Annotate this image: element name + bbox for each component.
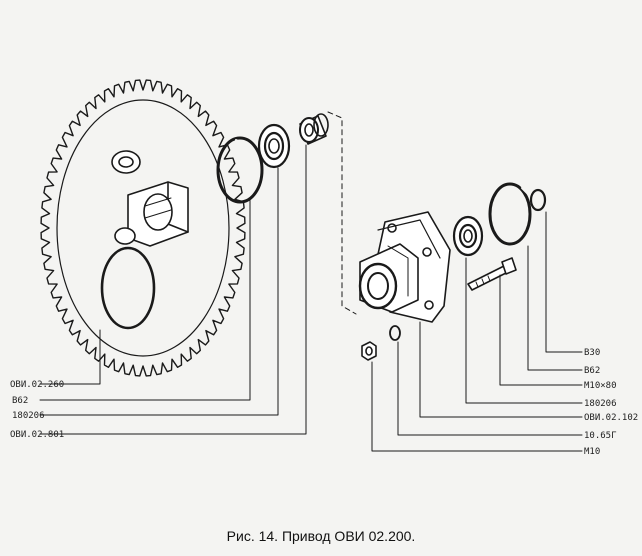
bushing bbox=[299, 113, 329, 145]
label-sprocket: ОВИ.02.260 bbox=[10, 380, 64, 390]
label-ring-left: В62 bbox=[12, 396, 28, 406]
retaining-ring-left bbox=[216, 136, 264, 204]
figure-caption: Рис. 14. Привод ОВИ 02.200. bbox=[226, 528, 416, 544]
bearing-left bbox=[257, 123, 291, 169]
washer bbox=[389, 325, 401, 341]
label-bearing-left: 180206 bbox=[12, 411, 45, 421]
retaining-ring-right bbox=[488, 182, 532, 246]
label-nut: М10 bbox=[584, 447, 600, 457]
bolt bbox=[467, 257, 517, 291]
label-bolt: М10×80 bbox=[584, 381, 617, 391]
label-bearing-right: 180206 bbox=[584, 399, 617, 409]
label-ring-small: В30 bbox=[584, 348, 600, 358]
bearing-right bbox=[452, 215, 484, 257]
label-ring-right: В62 bbox=[584, 366, 600, 376]
sprocket bbox=[40, 79, 246, 377]
retaining-ring-small bbox=[529, 188, 547, 212]
nut bbox=[361, 341, 377, 361]
label-housing: ОВИ.02.102 bbox=[584, 413, 638, 423]
leader-lines-right bbox=[371, 211, 583, 452]
leader-lines-left bbox=[39, 144, 307, 435]
label-bushing: ОВИ.02.801 bbox=[10, 430, 64, 440]
bearing-housing bbox=[358, 211, 451, 323]
label-washer: 10.65Г bbox=[584, 431, 617, 441]
